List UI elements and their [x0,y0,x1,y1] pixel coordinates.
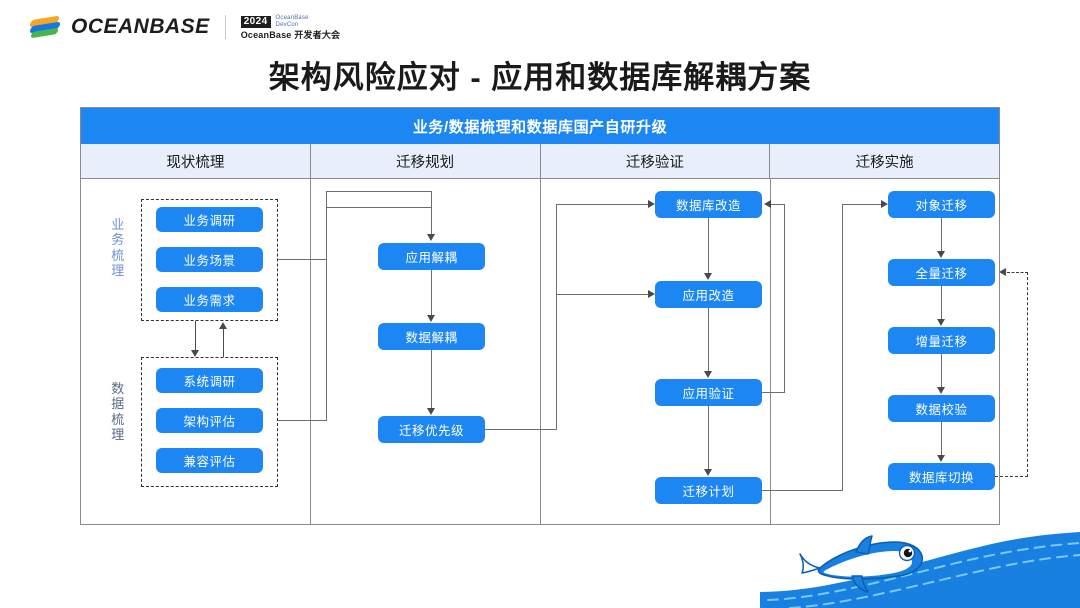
node-data-decoupling[interactable]: 数据解耦 [378,323,485,350]
connector-into-app-decouple [431,191,433,235]
diagram-lanes: 业务梳理 业务调研 业务场景 业务需求 数据梳理 系统调研 架构评估 兼容评估 … [81,179,1028,525]
brand-wordmark: OCEANBASE [71,15,210,38]
node-compatibility-assessment[interactable]: 兼容评估 [156,448,263,473]
connector-col3-riser [842,204,844,491]
node-application-transformation[interactable]: 应用改造 [655,281,762,308]
devcon-en-line1: OceanBase [275,14,309,21]
connector-col1-top-rail [326,191,432,193]
connector-col1-second-rail [326,207,432,209]
arrowhead-full-migration [937,251,945,258]
arrowhead-appval [704,371,712,378]
connector-datadec-to-priority [431,350,433,409]
arrowhead-incremental-migration [937,319,945,326]
connector-business-to-data [195,321,197,351]
node-architecture-assessment[interactable]: 架构评估 [156,408,263,433]
node-database-switchover[interactable]: 数据库切换 [888,463,995,490]
connector-data-to-business [223,329,225,357]
connector-business-scenario-out [278,259,326,261]
connector-appval-feedback-riser [784,204,786,393]
arrowhead-database-switchover [937,455,945,462]
devcon-en-name: OceanBase DevCon [276,15,309,30]
connector-appval-feedback-out [762,392,785,394]
connector-col1-top-riser [326,191,328,208]
group-box-data [141,357,278,487]
process-diagram: 业务/数据梳理和数据库国产自研升级 现状梳理 迁移规划 迁移验证 迁移实施 业务… [80,107,1028,525]
connector-architecture-out [278,420,326,422]
lane-divider-1 [310,179,311,525]
devcon-lockup: 2024 OceanBase DevCon OceanBase 开发者大会 [240,15,341,40]
arrowhead-full-migration-feedback [999,268,1006,276]
page-title: 架构风险应对 - 应用和数据库解耦方案 [268,60,812,95]
devcon-cn-name: OceanBase 开发者大会 [240,29,341,40]
devcon-en-line2: DevCon [275,22,299,28]
arrowhead-migration-priority [427,408,435,415]
connector-priority-out [485,429,556,431]
node-incremental-migration[interactable]: 增量迁移 [888,327,995,354]
arrowhead-apptrans [704,273,712,280]
arrowhead-object-migration [881,200,888,208]
wave-graphic [760,532,1080,608]
dolphin-mascot-icon [799,535,923,593]
dashed-connector-into-full-migration [1007,272,1028,273]
column-header-migration-implementation: 迁移实施 [855,154,914,171]
arrowhead-db-transform [648,200,655,208]
arrowhead-data-decoupling [427,315,435,322]
node-data-verification[interactable]: 数据校验 [888,395,995,422]
connector-apptrans-to-appval [708,308,710,372]
arrowhead-app-transform [648,290,655,298]
brand-header: OCEANBASE 2024 OceanBase DevCon OceanBas… [30,12,340,42]
connector-object-to-full [941,218,943,252]
dashed-connector-riser [1027,272,1028,477]
wave-dashed-lines [767,542,1080,608]
connector-verify-to-switchover [941,422,943,456]
oceanbase-swoosh-icon [30,15,60,39]
lane-divider-2 [540,179,541,525]
node-system-research[interactable]: 系统调研 [156,368,263,393]
connector-dbtrans-to-apptrans [708,218,710,274]
arrowhead-db-transform-feedback [764,200,771,208]
column-header-migration-plan: 迁移规划 [311,144,541,178]
node-application-validation[interactable]: 应用验证 [655,379,762,406]
arrowhead-migplan [704,469,712,476]
brand-divider [224,15,226,39]
column-header-row: 现状梳理 迁移规划 迁移验证 迁移实施 [81,144,999,179]
node-full-migration[interactable]: 全量迁移 [888,259,995,286]
node-application-decoupling[interactable]: 应用解耦 [378,243,485,270]
node-business-scenario[interactable]: 业务场景 [156,247,263,272]
arrowhead-app-decouple [427,234,435,241]
connector-full-to-incremental [941,286,943,320]
diagram-banner: 业务/数据梳理和数据库国产自研升级 [81,108,999,144]
dashed-connector-switchover-out [995,476,1028,477]
connector-col1-riser [326,207,328,421]
node-migration-priority[interactable]: 迁移优先级 [378,416,485,443]
arrowhead-data-to-business [219,322,227,329]
connector-to-db-transform [556,204,649,206]
node-business-research[interactable]: 业务调研 [156,207,263,232]
connector-incremental-to-verify [941,354,943,388]
lane-divider-3 [770,179,771,525]
arrowhead-data-verification [937,387,945,394]
connector-appval-to-migplan [708,406,710,470]
connector-appdec-to-datadec [431,270,433,316]
column-header-migration-validation: 迁移验证 [541,144,771,178]
devcon-year-badge: 2024 [240,16,271,28]
group-label-business: 业务梳理 [111,217,125,278]
column-header-current-state: 现状梳理 [81,144,311,178]
node-database-transformation[interactable]: 数据库改造 [655,191,762,218]
wave-shape [760,532,1080,608]
connector-to-app-transform [556,294,649,296]
group-label-data: 数据梳理 [111,381,125,442]
connector-appval-feedback-in [771,204,785,206]
arrowhead-business-to-data [191,350,199,357]
connector-migplan-out [762,490,843,492]
connector-to-object-migration [842,204,882,206]
group-box-business [141,199,278,321]
node-business-requirement[interactable]: 业务需求 [156,287,263,312]
node-migration-plan[interactable]: 迁移计划 [655,477,762,504]
connector-col2-riser [556,204,558,430]
node-object-migration[interactable]: 对象迁移 [888,191,995,218]
